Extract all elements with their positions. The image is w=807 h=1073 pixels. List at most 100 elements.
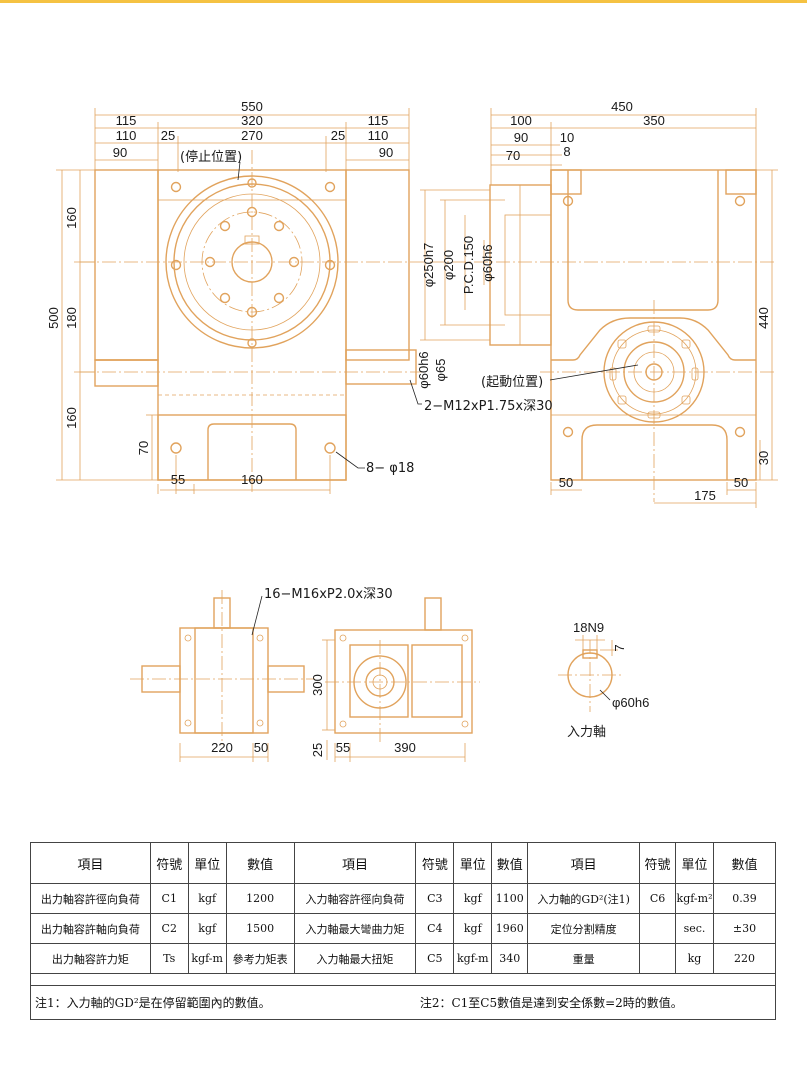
dim-25-left: 25	[161, 128, 175, 143]
dim-350: 350	[643, 113, 665, 128]
dim-10: 10	[560, 130, 574, 145]
header-cell: 符號	[415, 842, 455, 884]
diameter-dimensions: φ250h7 φ200 P.C.D.150 φ60h6 φ60h6 φ65	[416, 236, 495, 389]
table-cell: kgf-m	[187, 943, 227, 974]
table-cell: 0.39	[712, 883, 777, 914]
table-cell: 定位分割精度	[527, 913, 641, 944]
dim-450: 450	[611, 99, 633, 114]
table-cell: kgf	[453, 883, 493, 914]
header-cell: 數值	[225, 842, 295, 884]
dim-220: 220	[211, 740, 233, 755]
header-cell: 符號	[149, 842, 189, 884]
table-cell: kgf	[453, 913, 493, 944]
dim-160-bottom: 160	[64, 407, 79, 429]
dim-90-left: 90	[113, 145, 127, 160]
table-cell	[639, 943, 677, 974]
dim-115-right: 115	[368, 113, 389, 128]
technical-drawing: 550 115 320 115 110 25 270 25 110 90 90 …	[46, 99, 778, 762]
dim-100: 100	[510, 113, 532, 128]
dim-175: 175	[694, 488, 716, 503]
dim-390: 390	[394, 740, 416, 755]
dim-phi60h6-front: φ60h6	[416, 351, 431, 388]
table-cell: kgf	[187, 883, 227, 914]
table-cell: Ts	[149, 943, 189, 974]
note-1: 注1：入力軸的GD²是在停留範圍內的數值。	[29, 985, 416, 1020]
table-cell: 1100	[491, 883, 529, 914]
table-cell: 出力軸容許徑向負荷	[30, 883, 151, 914]
table-cell: kgf-m²	[675, 883, 714, 914]
table-cell: 340	[491, 943, 529, 974]
dim-phi200: φ200	[441, 250, 456, 280]
dim-110-right: 110	[368, 128, 389, 143]
bottom-annotations: 16−M16xP2.0x深30 220 50 300 25 55 390 18N…	[211, 587, 649, 757]
dim-7: 7	[612, 644, 627, 651]
dim-55: 55	[171, 472, 185, 487]
side-view	[420, 108, 778, 508]
table-cell: 1960	[491, 913, 529, 944]
table-cell: 參考力矩表	[225, 943, 295, 974]
table-cell: C5	[415, 943, 455, 974]
dim-50-bottom: 50	[254, 740, 268, 755]
dim-phi250h7: φ250h7	[421, 243, 436, 288]
dim-440: 440	[756, 307, 771, 329]
table-row: 出力軸容許徑向負荷 C1 kgf 1200 入力軸容許徑向負荷 C3 kgf 1…	[30, 883, 777, 914]
key-18n9: 18N9	[573, 620, 604, 635]
table-cell: kg	[675, 943, 714, 974]
input-shaft-label: 入力軸	[567, 725, 606, 740]
table-row: 出力軸容許軸向負荷 C2 kgf 1500 入力軸最大彎曲力矩 C4 kgf 1…	[30, 913, 777, 944]
table-cell: 入力軸最大扭矩	[293, 943, 417, 974]
input-shaft-section	[558, 635, 622, 712]
shaft-diameter: φ60h6	[612, 695, 649, 710]
table-cell: C2	[149, 913, 189, 944]
stop-position-label: (停止位置)	[180, 149, 242, 165]
dim-50-right: 50	[734, 475, 748, 490]
table-cell: kgf	[187, 913, 227, 944]
side-view-dimensions: 450 100 350 90 10 70 8 440 30 50 175 50	[506, 99, 771, 503]
bottom-side-view	[322, 597, 480, 762]
table-cell: 重量	[527, 943, 641, 974]
table-cell: C4	[415, 913, 455, 944]
table-cell: C1	[149, 883, 189, 914]
header-cell: 符號	[639, 842, 677, 884]
header-cell: 數值	[491, 842, 529, 884]
dim-30: 30	[756, 451, 771, 465]
table-cell: 入力軸的GD²(注1)	[527, 883, 641, 914]
dim-phi65: φ65	[433, 359, 448, 382]
dim-phi60h6-side: φ60h6	[480, 244, 495, 281]
dim-90-right: 90	[379, 145, 393, 160]
header-cell: 單位	[187, 842, 227, 884]
tap-m12-label: 2−M12xP1.75x深30	[424, 399, 553, 414]
note-2: 注2：C1至C5數值是達到安全係數=2時的數值。	[415, 985, 776, 1020]
tap-m16-label: 16−M16xP2.0x深30	[264, 587, 393, 602]
dim-110-left: 110	[116, 128, 137, 143]
spec-table: 項目 符號 單位 數值 項目 符號 單位 數值 項目 符號 單位 數值 出力軸容…	[29, 842, 777, 1020]
dim-160-top: 160	[64, 207, 79, 229]
table-spacer-row	[30, 973, 776, 986]
table-cell: C6	[639, 883, 677, 914]
front-view-dimensions: 550 115 320 115 110 25 270 25 110 90 90 …	[46, 99, 393, 487]
dim-pcd150: P.C.D.150	[461, 236, 476, 294]
start-position-label: (起動位置)	[481, 375, 543, 390]
dim-300: 300	[310, 674, 325, 696]
holes-8-label: 8− φ18	[366, 461, 414, 476]
dim-25-bottom: 25	[310, 743, 325, 757]
table-header-row: 項目 符號 單位 數值 項目 符號 單位 數值 項目 符號 單位 數值	[30, 842, 777, 884]
dim-70-side: 70	[506, 148, 520, 163]
dim-180: 180	[64, 307, 79, 329]
dim-550: 550	[241, 99, 263, 114]
table-cell: kgf-m	[453, 943, 493, 974]
top-annotations: (停止位置) (起動位置) 2−M12xP1.75x深30 8− φ18	[180, 149, 553, 476]
header-cell: 數值	[712, 842, 777, 884]
table-cell: 出力軸容許軸向負荷	[30, 913, 151, 944]
header-cell: 項目	[293, 842, 417, 884]
dim-70: 70	[136, 441, 151, 455]
top-accent-bar	[0, 0, 807, 3]
dim-320: 320	[241, 113, 263, 128]
dim-90: 90	[514, 130, 528, 145]
table-notes-row: 注1：入力軸的GD²是在停留範圍內的數值。 注2：C1至C5數值是達到安全係數=…	[29, 985, 776, 1020]
table-cell: 220	[712, 943, 777, 974]
table-cell: C3	[415, 883, 455, 914]
table-cell: sec.	[675, 913, 714, 944]
table-cell: 入力軸最大彎曲力矩	[293, 913, 417, 944]
header-cell: 單位	[453, 842, 493, 884]
